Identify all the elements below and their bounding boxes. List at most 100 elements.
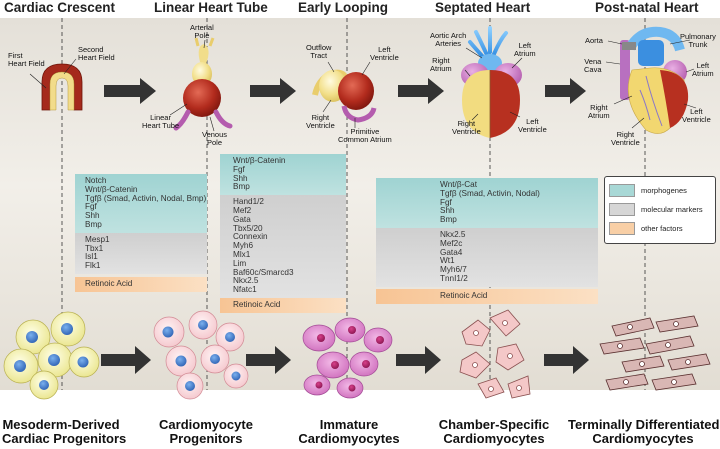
cell (461, 319, 491, 347)
factor-item: Bmp (85, 219, 102, 229)
legend-label: other factors (641, 224, 683, 233)
arrow-top-2 (250, 78, 296, 104)
arrow-top-3 (398, 78, 444, 104)
cell (316, 351, 350, 379)
cell (655, 315, 699, 333)
cell (459, 351, 491, 379)
stage-title-early-looping: Early Looping (298, 0, 389, 15)
stage-title-linear-heart-tube: Linear Heart Tube (154, 0, 268, 15)
cells-mesoderm-progenitors (3, 311, 100, 400)
cells-terminally-differentiated (599, 315, 711, 391)
factor-item: Fgf (440, 197, 452, 207)
septated-heart-illustration (461, 26, 523, 138)
cell (336, 377, 364, 399)
arrow-top-1 (104, 78, 156, 104)
cell-stage-line1: Immature (319, 417, 379, 432)
cell-stage-line2: Cardiomyocytes (443, 431, 545, 446)
cell (489, 309, 521, 337)
cell (165, 345, 197, 377)
cell (349, 351, 379, 377)
factor-item: Fgf (233, 164, 245, 174)
cardiac-crescent-illustration (29, 58, 83, 111)
factor-item: Mef2c (440, 238, 463, 248)
cell (176, 372, 204, 400)
factor-item: Retinoic Acid (440, 290, 488, 300)
factor-item: Wnt/β-Catenin (233, 156, 286, 165)
cell (334, 317, 366, 343)
factor-item: Fgf (85, 202, 97, 212)
cell-stage-terminally-differentiated: Terminally Differentiated Cardiomyocytes (568, 418, 719, 446)
factor-item: Retinoic Acid (233, 299, 281, 309)
factor-item: Notch (85, 176, 107, 185)
morphogenes-block: Wnt/β-Cat Tgfβ (Smad, Activin, Nodal) Fg… (376, 178, 598, 228)
arrow-bottom-3 (396, 346, 441, 374)
legend-item-markers: molecular markers (609, 203, 703, 216)
factor-panel-crescent: Notch Wnt/β-Catenin Tgfβ (Smad, Activin,… (75, 174, 207, 292)
cell (223, 363, 249, 389)
markers-block: Hand1/2 Mef2 Gata Tbx5/20 Connexin Myh6 … (220, 195, 346, 298)
cell (188, 310, 218, 340)
factor-item: Tgfβ (Smad, Activin, Nodal) (440, 188, 540, 198)
factor-item: Retinoic Acid (85, 278, 133, 288)
legend-swatch (609, 203, 635, 216)
factor-item: Nkx2.5 (440, 229, 466, 239)
factor-item: Tgfβ (Smad, Activin, Nodal, Bmp) (85, 193, 207, 203)
cell (215, 322, 245, 352)
factor-item: Mef2 (233, 205, 252, 215)
factor-item: Bmp (233, 182, 250, 192)
morphogenes-block: Wnt/β-Catenin Fgf Shh Bmp (220, 154, 346, 196)
morphogenes-block: Notch Wnt/β-Catenin Tgfβ (Smad, Activin,… (75, 174, 207, 233)
factor-item: Isl1 (85, 252, 98, 262)
cell (667, 353, 711, 371)
cell-stage-line2: Cardiac Progenitors (2, 431, 127, 446)
other-factors-block: Retinoic Acid (376, 288, 598, 304)
bottom-arrows (101, 346, 589, 374)
other-factors-block: Retinoic Acid (75, 276, 207, 292)
arrow-top-4 (545, 78, 586, 104)
factor-panel-septated: Wnt/β-Cat Tgfβ (Smad, Activin, Nodal) Fg… (376, 178, 598, 304)
cell (153, 316, 185, 348)
cell (363, 327, 393, 353)
factor-item: Myh6/7 (440, 265, 467, 275)
cell (302, 324, 336, 352)
cell (29, 370, 59, 400)
cell-stage-line1: Mesoderm-Derived (2, 417, 120, 432)
linear-heart-tube-illustration (169, 37, 233, 132)
cell (68, 346, 100, 378)
cell (477, 377, 505, 399)
factor-item: Mesp1 (85, 234, 110, 244)
factor-item: Myh6 (233, 241, 254, 251)
stage-title-cardiac-crescent: Cardiac Crescent (4, 0, 116, 15)
cell-stage-line2: Cardiomyocytes (592, 431, 694, 446)
factor-item: Mlx1 (233, 249, 251, 259)
legend-swatch (609, 222, 635, 235)
cell (611, 317, 655, 337)
factor-item: Shh (440, 206, 455, 216)
legend-label: molecular markers (641, 205, 703, 214)
cell (621, 355, 665, 373)
stage-title-septated-heart: Septated Heart (435, 0, 531, 15)
factor-item: Tbx5/20 (233, 223, 263, 233)
cell-stage-line1: Cardiomyocyte (159, 417, 253, 432)
post-natal-heart-illustration (605, 26, 697, 134)
cell (645, 335, 695, 355)
cell (37, 342, 73, 378)
cell-stage-mesoderm-progenitors: Mesoderm-Derived Cardiac Progenitors (2, 417, 127, 446)
cell-stage-immature-cardiomyocytes: Immature Cardiomyocytes (294, 418, 404, 446)
factor-item: Wt1 (440, 256, 455, 266)
